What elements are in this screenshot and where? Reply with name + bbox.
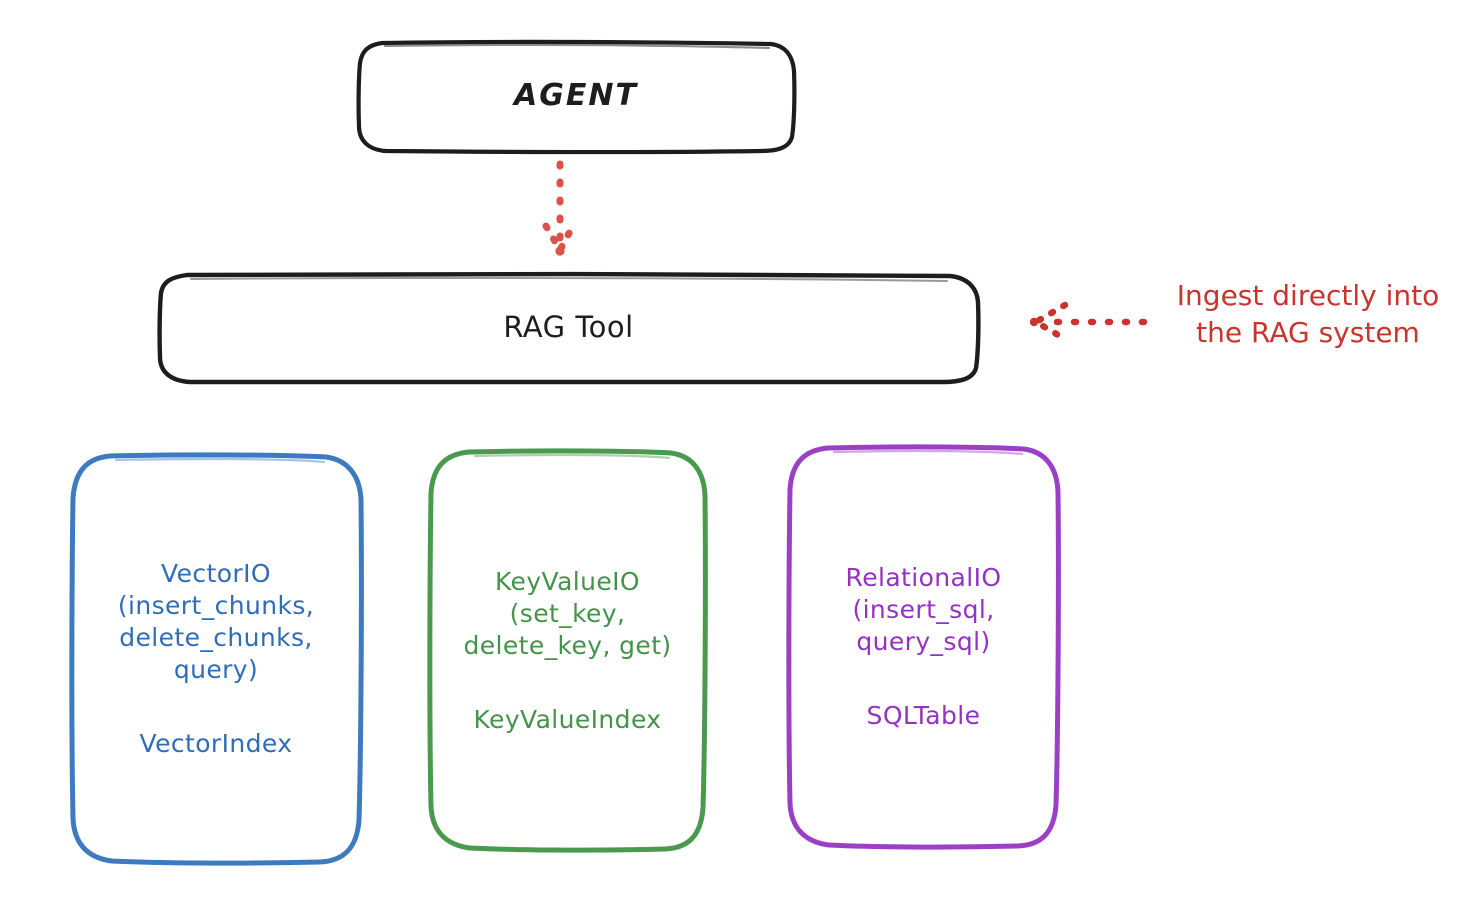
annotation-ingest-note: Ingest directly into the RAG system <box>1176 279 1440 349</box>
vector-io-index-label: VectorIndex <box>139 729 293 758</box>
key-value-io-index-label: KeyValueIndex <box>473 704 662 734</box>
rag-tool-label: RAG Tool <box>503 309 634 344</box>
vector-io-api-label: VectorIO (insert_chunks, delete_chunks, … <box>117 559 315 684</box>
key-value-io-api-label: KeyValueIO (set_key, delete_key, get) <box>463 566 672 660</box>
node-vector-io[interactable]: VectorIO (insert_chunks, delete_chunks, … <box>68 452 364 866</box>
relational-io-index-label: SQLTable <box>866 701 981 730</box>
connector-agent-to-rag-tool <box>542 160 578 258</box>
node-relational-io[interactable]: RelationalIO (insert_sql, query_sql) SQL… <box>786 444 1061 850</box>
node-agent[interactable]: AGENT <box>356 39 797 155</box>
node-key-value-io[interactable]: KeyValueIO (set_key, delete_key, get) Ke… <box>427 448 708 853</box>
node-rag-tool[interactable]: RAG Tool <box>157 271 981 386</box>
connector-ingest-arrow <box>1029 301 1148 343</box>
agent-label: AGENT <box>514 78 638 114</box>
relational-io-api-label: RelationalIO (insert_sql, query_sql) <box>845 563 1002 656</box>
